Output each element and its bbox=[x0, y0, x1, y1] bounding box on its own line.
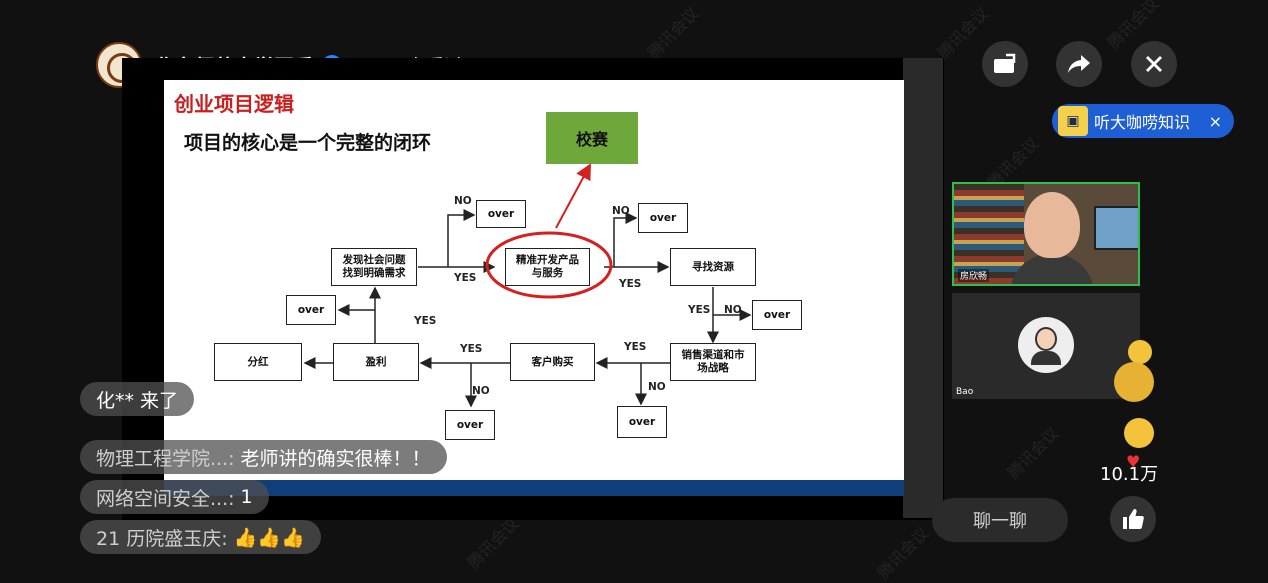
flow-box-over: over bbox=[752, 300, 802, 330]
label-no: NO bbox=[648, 381, 666, 393]
label-yes: YES bbox=[414, 315, 437, 327]
label-yes: YES bbox=[624, 341, 647, 353]
label-yes: YES bbox=[619, 278, 642, 290]
participant-avatar bbox=[1018, 317, 1074, 373]
participant-name: Bao bbox=[956, 387, 974, 397]
picture-in-picture-button[interactable] bbox=[982, 41, 1028, 87]
slide-subtitle: 项目的核心是一个完整的闭环 bbox=[184, 132, 432, 154]
chat-message: 物理工程学院...: 老师讲的确实很棒！！ bbox=[80, 440, 447, 474]
chat-input-button[interactable]: 聊一聊 bbox=[932, 498, 1068, 542]
flow-box-dividend: 分红 bbox=[214, 343, 302, 381]
flow-box-over: over bbox=[617, 406, 667, 438]
chat-message: 化** 来了 bbox=[80, 382, 195, 416]
heart-icon: ♥ bbox=[1126, 452, 1141, 471]
flow-box-over: over bbox=[286, 295, 336, 325]
participant-video-tile[interactable]: 房欣畅 bbox=[952, 182, 1140, 286]
participant-audio-tile[interactable]: Bao bbox=[952, 293, 1140, 399]
flow-box-discover: 发现社会问题 找到明确需求 bbox=[331, 248, 417, 286]
like-button[interactable] bbox=[1110, 496, 1156, 542]
chat-text: 👍👍👍 bbox=[233, 526, 305, 549]
share-arrow-icon bbox=[1068, 55, 1090, 73]
flow-box-develop: 精准开发产品 与服务 bbox=[505, 248, 590, 286]
emoji-icon bbox=[1128, 340, 1152, 364]
close-button[interactable] bbox=[1131, 41, 1177, 87]
monitor-background bbox=[1094, 206, 1138, 250]
slide-title: 创业项目逻辑 bbox=[174, 92, 294, 116]
chat-user: 物理工程学院...: bbox=[96, 447, 235, 470]
flow-box-over: over bbox=[638, 203, 688, 233]
close-icon bbox=[1146, 56, 1162, 72]
slide-footer-bar bbox=[164, 480, 904, 496]
ad-logo-icon: ▣ bbox=[1058, 106, 1088, 136]
participant-face bbox=[1024, 192, 1080, 258]
label-no: NO bbox=[454, 195, 472, 207]
label-yes: YES bbox=[454, 272, 477, 284]
label-yes: YES bbox=[688, 304, 711, 316]
share-button[interactable] bbox=[1056, 41, 1102, 87]
flow-box-channels: 销售渠道和市 场战略 bbox=[670, 343, 756, 381]
flow-box-over: over bbox=[445, 410, 495, 440]
chat-text: 老师讲的确实很棒！！ bbox=[240, 447, 431, 470]
chat-message: 网络空间安全...: 1 bbox=[80, 480, 269, 514]
ad-label: 听大咖唠知识 bbox=[1094, 113, 1191, 132]
chat-message: 21 历院盛玉庆: 👍👍👍 bbox=[80, 520, 321, 554]
label-no: NO bbox=[724, 304, 742, 316]
flow-box-over: over bbox=[476, 200, 526, 228]
chat-text: 化** 来了 bbox=[96, 389, 179, 412]
emoji-icon bbox=[1114, 362, 1154, 402]
ad-chip[interactable]: ▣ 听大咖唠知识 × bbox=[1052, 104, 1234, 138]
emoji-icon bbox=[1124, 418, 1154, 448]
highlight-circle bbox=[485, 231, 613, 299]
ad-close-icon[interactable]: × bbox=[1208, 111, 1222, 131]
chat-user: 21 历院盛玉庆: bbox=[96, 527, 228, 550]
picture-in-picture-icon bbox=[994, 53, 1016, 73]
flow-box-profit: 盈利 bbox=[333, 343, 419, 381]
label-yes: YES bbox=[460, 343, 483, 355]
chat-text: 1 bbox=[240, 486, 253, 508]
reaction-emoji-stack: ♥ bbox=[1108, 340, 1168, 471]
chat-user: 网络空间安全...: bbox=[96, 487, 235, 510]
like-count: 10.1万 bbox=[1100, 464, 1159, 485]
flow-box-resources: 寻找资源 bbox=[670, 248, 756, 286]
bookshelf-background bbox=[954, 184, 1024, 284]
flow-box-purchase: 客户购买 bbox=[510, 343, 595, 381]
participant-name: 房欣畅 bbox=[958, 269, 990, 282]
school-contest-box: 校赛 bbox=[546, 112, 638, 164]
thumbs-up-icon bbox=[1123, 509, 1144, 529]
slide-scrollbar bbox=[903, 58, 943, 518]
label-no: NO bbox=[472, 385, 490, 397]
label-no: NO bbox=[612, 205, 630, 217]
